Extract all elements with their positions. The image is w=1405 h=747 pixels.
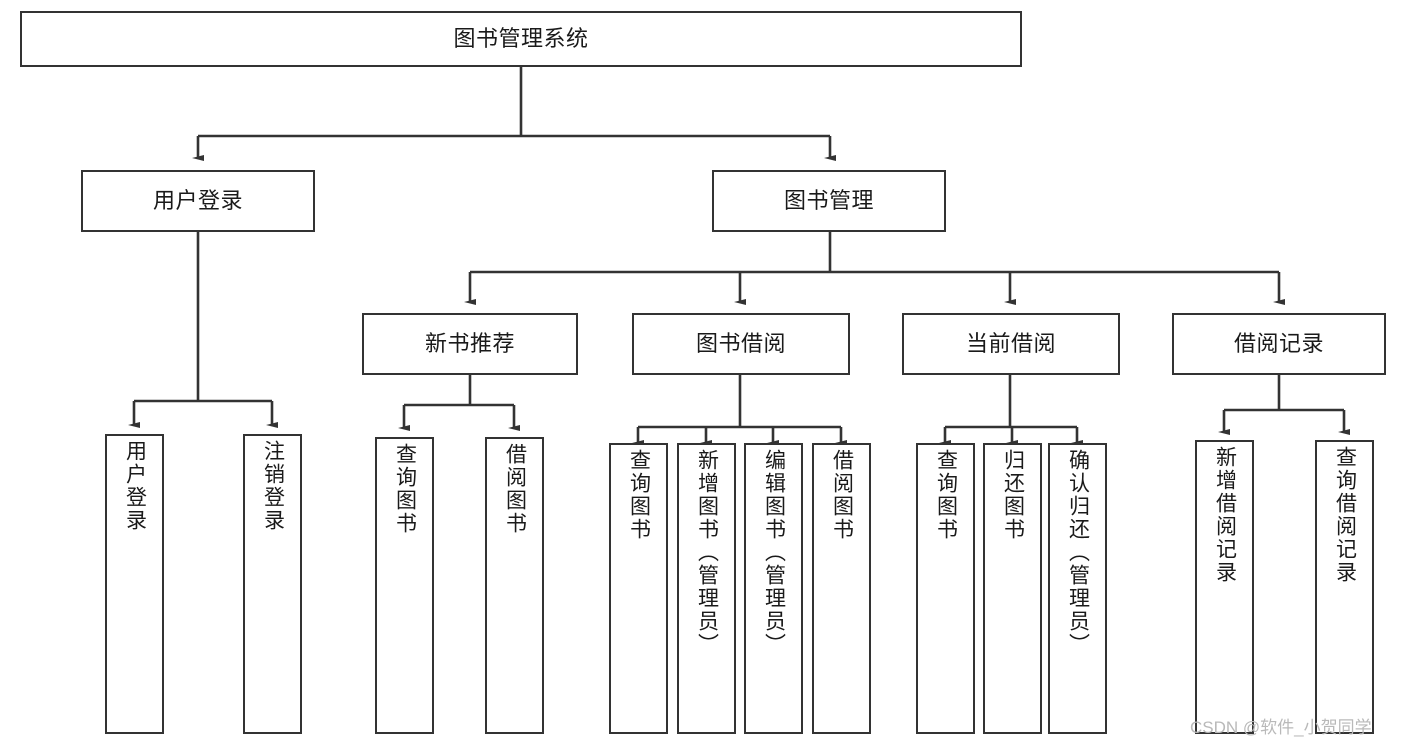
leaf-add-borrow-record[interactable]: 新增借阅记录 <box>1195 440 1254 734</box>
node-label: 查询图书 <box>934 449 958 541</box>
leaf-query-borrow-record[interactable]: 查询借阅记录 <box>1315 440 1374 734</box>
node-label: 用户登录 <box>152 188 243 214</box>
node-label: 借阅图书 <box>503 443 527 535</box>
node-label: 当前借阅 <box>965 331 1056 357</box>
node-label: 新书推荐 <box>424 331 515 357</box>
leaf-query-book-current[interactable]: 查询图书 <box>916 443 975 734</box>
node-label: 图书借阅 <box>695 331 786 357</box>
node-label: 图书管理 <box>783 188 874 214</box>
node-label: 归还图书 <box>1001 449 1025 541</box>
node-label: 查询图书 <box>393 443 417 535</box>
leaf-return-book[interactable]: 归还图书 <box>983 443 1042 734</box>
node-new-book-recommend[interactable]: 新书推荐 <box>362 313 578 375</box>
leaf-user-login[interactable]: 用户登录 <box>105 434 164 734</box>
leaf-query-book-recommend[interactable]: 查询图书 <box>375 437 434 734</box>
leaf-edit-book-admin[interactable]: 编辑图书（管理员） <box>744 443 803 734</box>
node-label: 用户登录 <box>123 440 147 532</box>
node-user-login[interactable]: 用户登录 <box>81 170 315 232</box>
node-label: 编辑图书（管理员） <box>762 449 786 656</box>
leaf-borrow-book-recommend[interactable]: 借阅图书 <box>485 437 544 734</box>
node-label: 借阅记录 <box>1233 331 1324 357</box>
leaf-query-book[interactable]: 查询图书 <box>609 443 668 734</box>
node-label: 确认归还（管理员） <box>1066 449 1090 656</box>
leaf-confirm-return-admin[interactable]: 确认归还（管理员） <box>1048 443 1107 734</box>
node-book-borrow[interactable]: 图书借阅 <box>632 313 850 375</box>
leaf-borrow-book[interactable]: 借阅图书 <box>812 443 871 734</box>
node-label: 查询借阅记录 <box>1333 446 1357 584</box>
node-book-management[interactable]: 图书管理 <box>712 170 946 232</box>
node-root-system[interactable]: 图书管理系统 <box>20 11 1022 67</box>
node-label: 新增借阅记录 <box>1213 446 1237 584</box>
node-label: 借阅图书 <box>830 449 854 541</box>
leaf-add-book-admin[interactable]: 新增图书（管理员） <box>677 443 736 734</box>
node-label: 新增图书（管理员） <box>695 449 719 656</box>
node-current-borrow[interactable]: 当前借阅 <box>902 313 1120 375</box>
node-label: 注销登录 <box>261 440 285 532</box>
node-borrow-record[interactable]: 借阅记录 <box>1172 313 1386 375</box>
node-label: 图书管理系统 <box>453 26 589 52</box>
leaf-logout[interactable]: 注销登录 <box>243 434 302 734</box>
csdn-watermark: CSDN @软件_小贺同学 <box>1190 718 1372 737</box>
node-label: 查询图书 <box>627 449 651 541</box>
